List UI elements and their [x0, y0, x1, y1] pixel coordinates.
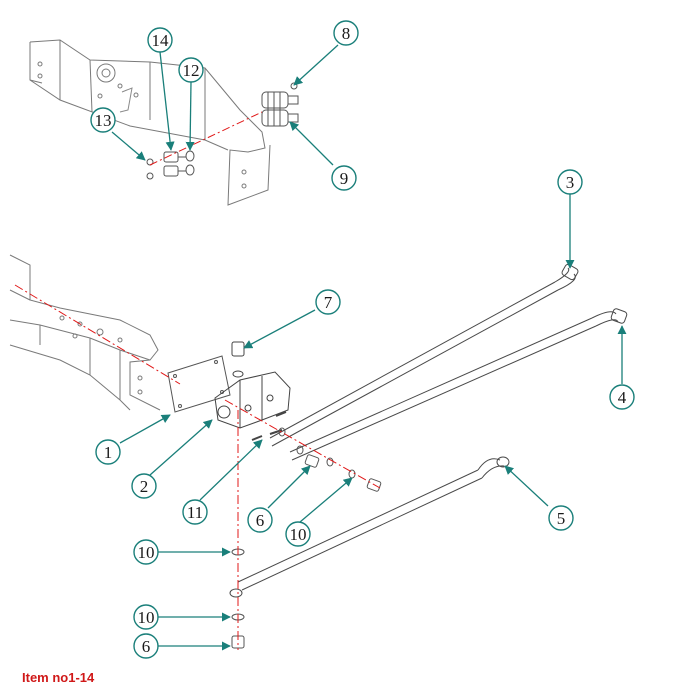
callout-6-upper-label: 6 [256, 511, 265, 530]
centerlines [14, 284, 381, 650]
main-frame [9, 254, 161, 411]
callout-1: 1 [95, 439, 121, 465]
callout-3-label: 3 [566, 173, 575, 192]
callout-5: 5 [548, 505, 574, 531]
callout-6-lower-label: 6 [142, 637, 151, 656]
callout-4: 4 [609, 384, 635, 410]
callout-6-lower: 6 [133, 633, 159, 659]
hoses [229, 263, 628, 598]
callout-10-middle-label: 10 [138, 543, 155, 562]
callout-8: 8 [333, 20, 359, 46]
leader-lines [111, 44, 627, 651]
callout-12: 12 [178, 57, 204, 83]
callout-8-label: 8 [342, 24, 351, 43]
item-caption: Item no1-14 [22, 670, 95, 685]
mounting-plate [167, 355, 231, 413]
top-bracket [29, 39, 271, 206]
callout-9: 9 [331, 165, 357, 191]
callout-7-label: 7 [324, 293, 333, 312]
callout-5-label: 5 [557, 509, 566, 528]
callout-1-label: 1 [104, 443, 113, 462]
callout-11: 11 [182, 499, 208, 525]
callouts: 14 12 13 8 9 3 7 4 1 2 11 6 10 5 10 10 6 [90, 20, 635, 659]
callout-11-label: 11 [187, 503, 203, 522]
callout-10-lower: 10 [133, 604, 159, 630]
callout-10-upper-label: 10 [290, 525, 307, 544]
callout-7: 7 [315, 289, 341, 315]
callout-6-upper: 6 [247, 507, 273, 533]
callout-10-lower-label: 10 [138, 608, 155, 627]
callout-13-label: 13 [95, 111, 112, 130]
callout-12-label: 12 [183, 61, 200, 80]
callout-3: 3 [557, 169, 583, 195]
callout-14: 14 [147, 27, 173, 53]
callout-2: 2 [131, 473, 157, 499]
callout-14-label: 14 [152, 31, 170, 50]
callout-13: 13 [90, 107, 116, 133]
callout-4-label: 4 [618, 388, 627, 407]
top-assembly-parts [146, 82, 299, 180]
callout-10-upper: 10 [285, 521, 311, 547]
valve-body [214, 341, 291, 441]
callout-2-label: 2 [140, 477, 149, 496]
callout-9-label: 9 [340, 169, 349, 188]
top-centerline [149, 111, 263, 166]
callout-10-middle: 10 [133, 539, 159, 565]
